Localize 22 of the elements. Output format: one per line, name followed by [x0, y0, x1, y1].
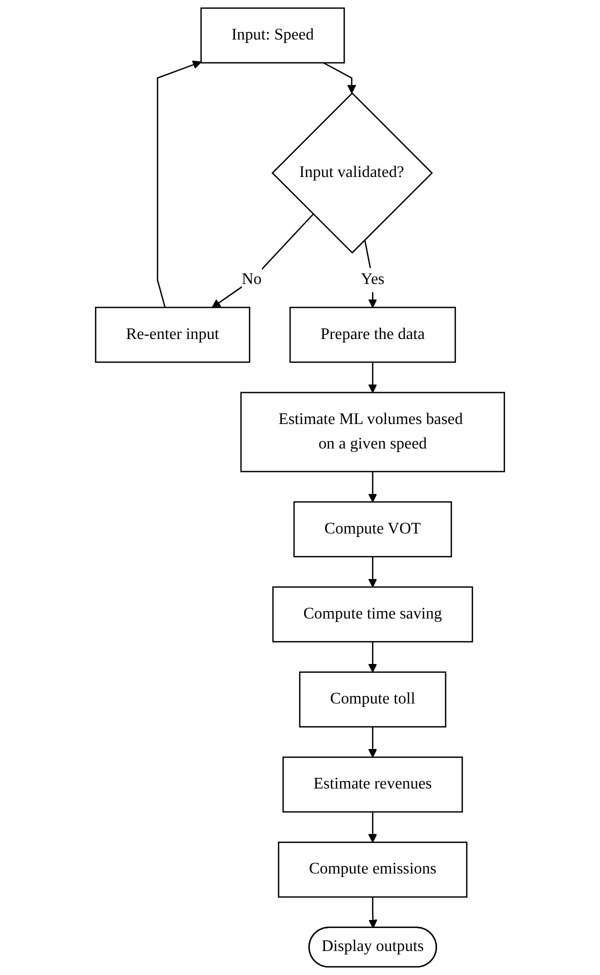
node-box: Compute time saving — [272, 586, 474, 642]
arrow — [156, 60, 202, 308]
node-box: Input: Speed — [200, 7, 345, 64]
node-box: Compute toll — [299, 671, 446, 728]
node-box: Estimate ML volumes based on a given speed — [240, 392, 506, 472]
edge-label: No — [242, 270, 262, 288]
node-box: Prepare the data — [289, 306, 456, 363]
arrow — [323, 62, 356, 94]
arrow — [368, 726, 378, 758]
arrow — [368, 472, 378, 502]
arrow — [368, 362, 378, 393]
node-box: Estimate revenues — [282, 756, 463, 813]
node-box: Re-enter input — [94, 306, 250, 363]
node-box: Compute VOT — [293, 501, 452, 558]
arrow — [212, 214, 314, 308]
arrow — [368, 812, 378, 843]
node-diamond: Input validated? — [272, 92, 433, 254]
arrow — [368, 897, 378, 928]
edge-label: Yes — [360, 270, 384, 288]
arrow — [368, 642, 378, 673]
arrow — [368, 556, 378, 588]
node-box: Compute emissions — [278, 842, 468, 898]
